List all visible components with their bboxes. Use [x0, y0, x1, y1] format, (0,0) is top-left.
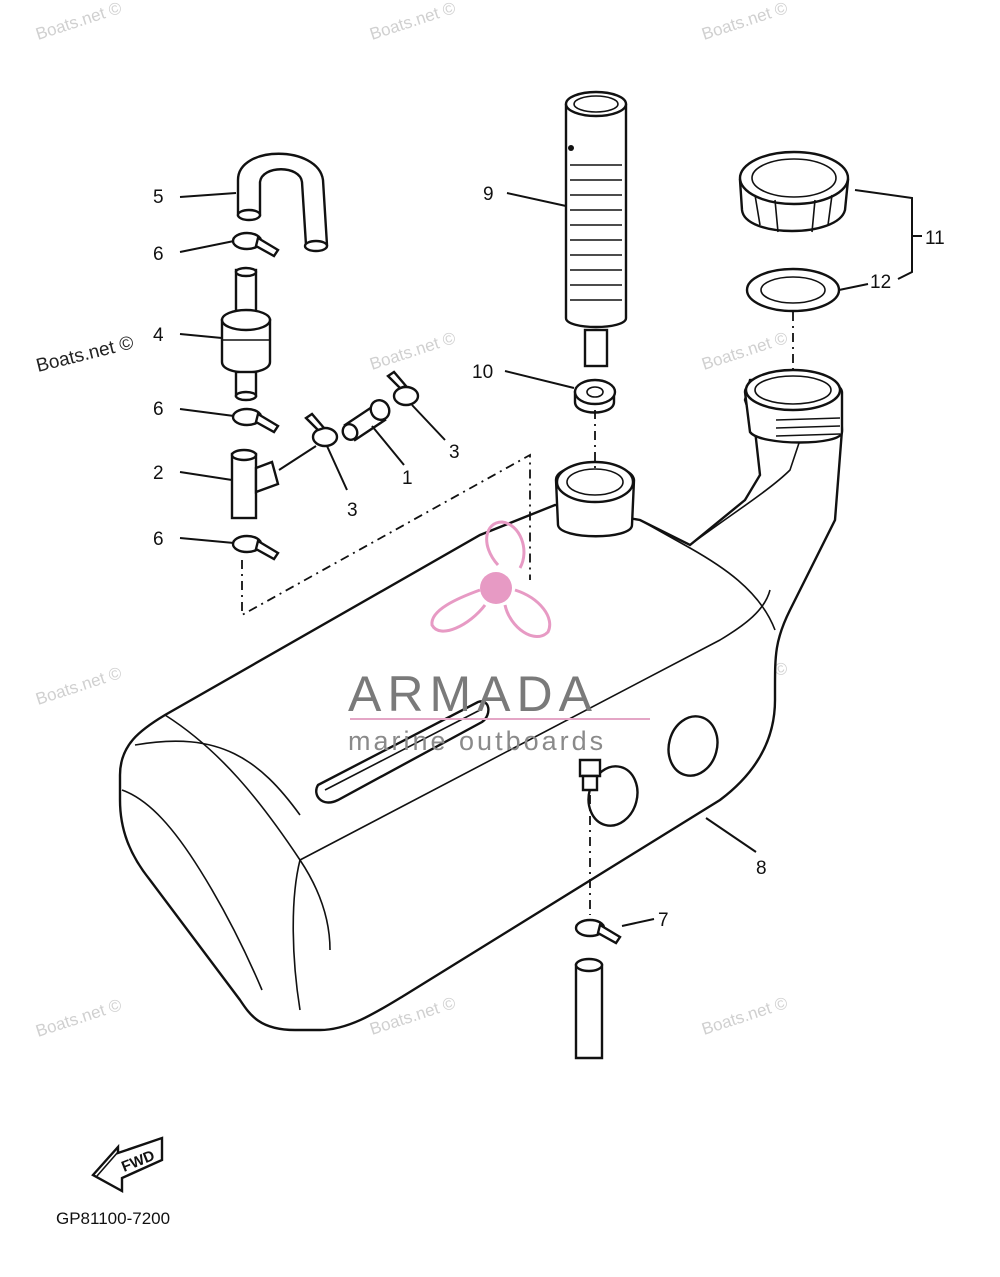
watermark: Boats.net ©	[33, 0, 124, 44]
brand-tagline: marine outboards	[348, 726, 606, 756]
u-hose	[236, 152, 329, 253]
callout-11: 11	[925, 228, 945, 249]
callout-labels: 5 6 4 6 2 6 3 1 3 9 10 11 12 8 7	[153, 184, 945, 931]
callout-9: 9	[483, 184, 494, 205]
leader-lines	[179, 189, 922, 927]
hose-clamp	[231, 231, 280, 258]
watermark: Boats.net ©	[699, 993, 790, 1039]
callout-2: 2	[153, 463, 164, 484]
assembly-lines	[241, 312, 794, 915]
watermark: Boats.net ©	[367, 328, 458, 374]
diagram-code: GP81100-7200	[56, 1209, 170, 1228]
brand-divider	[350, 718, 650, 720]
callout-6: 6	[153, 244, 164, 265]
fuel-tank	[118, 368, 844, 1032]
callout-6: 6	[153, 529, 164, 550]
brand-logo: ARMADA marine outboards	[348, 520, 650, 756]
callout-8: 8	[756, 858, 767, 879]
watermark: Boats.net ©	[367, 0, 458, 44]
propeller-icon	[430, 520, 552, 638]
watermark-dark: Boats.net ©	[34, 332, 136, 376]
callout-10: 10	[472, 362, 493, 383]
watermark: Boats.net ©	[33, 663, 124, 709]
callout-12: 12	[870, 272, 891, 293]
pickup-tube	[564, 90, 628, 368]
callout-4: 4	[153, 325, 164, 346]
watermark: Boats.net ©	[699, 328, 790, 374]
callout-1: 1	[402, 468, 413, 489]
watermark: Boats.net ©	[699, 0, 790, 44]
cap-gasket	[745, 267, 841, 313]
brand-name: ARMADA	[348, 666, 598, 722]
hose-clamp	[386, 370, 420, 407]
grommet	[573, 378, 617, 414]
fuel-filter	[220, 266, 272, 402]
callout-7: 7	[658, 910, 669, 931]
callout-3: 3	[449, 442, 460, 463]
outlet-hose	[574, 957, 604, 1060]
callout-5: 5	[153, 187, 164, 208]
hose-clamp	[304, 412, 339, 448]
tee-joint	[230, 448, 280, 520]
hose-clamp	[574, 918, 622, 945]
callout-3: 3	[347, 500, 358, 521]
hose-clamp	[231, 534, 280, 561]
connector	[341, 399, 391, 442]
watermark: Boats.net ©	[33, 995, 124, 1041]
propeller-hub	[480, 572, 512, 604]
fwd-arrow: FWD	[91, 1136, 164, 1194]
callout-6: 6	[153, 399, 164, 420]
tank-cap	[738, 150, 850, 233]
hose-clamp	[231, 407, 280, 434]
